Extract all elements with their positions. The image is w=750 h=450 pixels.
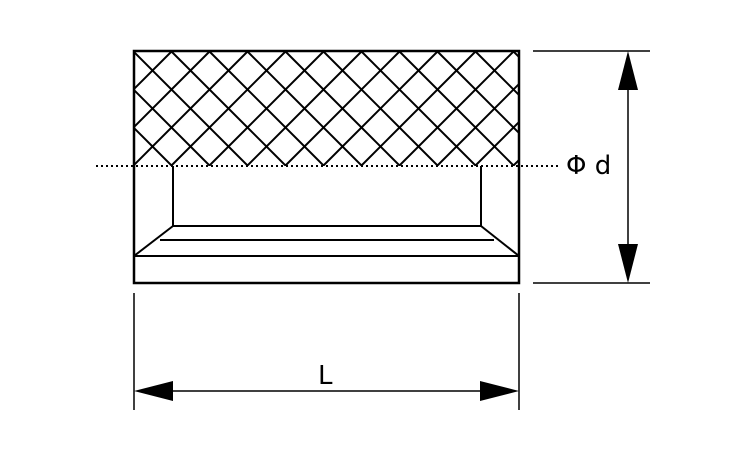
knurl-line — [512, 158, 519, 166]
diameter-arrow-bottom — [618, 244, 638, 283]
length-arrow-right — [480, 381, 519, 401]
knurl-line — [436, 51, 519, 135]
knurl-line — [551, 51, 666, 166]
knurl-line — [512, 51, 519, 59]
knurl-line — [474, 51, 519, 97]
knurl-line — [551, 51, 666, 166]
diameter-label: Φ d — [566, 151, 611, 181]
knurl-line — [474, 120, 519, 166]
part-outline — [132, 49, 521, 285]
knurl-line — [134, 51, 135, 53]
knurl-line — [134, 164, 135, 166]
knurl-line — [665, 51, 750, 166]
diameter-arrow-top — [618, 51, 638, 90]
knurl-line — [0, 51, 96, 166]
knurl-line — [665, 51, 750, 166]
knurl-line — [627, 51, 742, 166]
length-label: L — [318, 361, 333, 391]
knurl-line — [0, 51, 96, 166]
length-arrow-left — [134, 381, 173, 401]
knurl-pattern — [0, 51, 750, 166]
inner-cavity — [133, 166, 520, 257]
length-dimension — [133, 293, 520, 410]
diameter-dimension — [533, 50, 650, 284]
knurl-line — [627, 51, 742, 166]
knurl-line — [589, 51, 704, 166]
knurl-line — [589, 51, 704, 166]
